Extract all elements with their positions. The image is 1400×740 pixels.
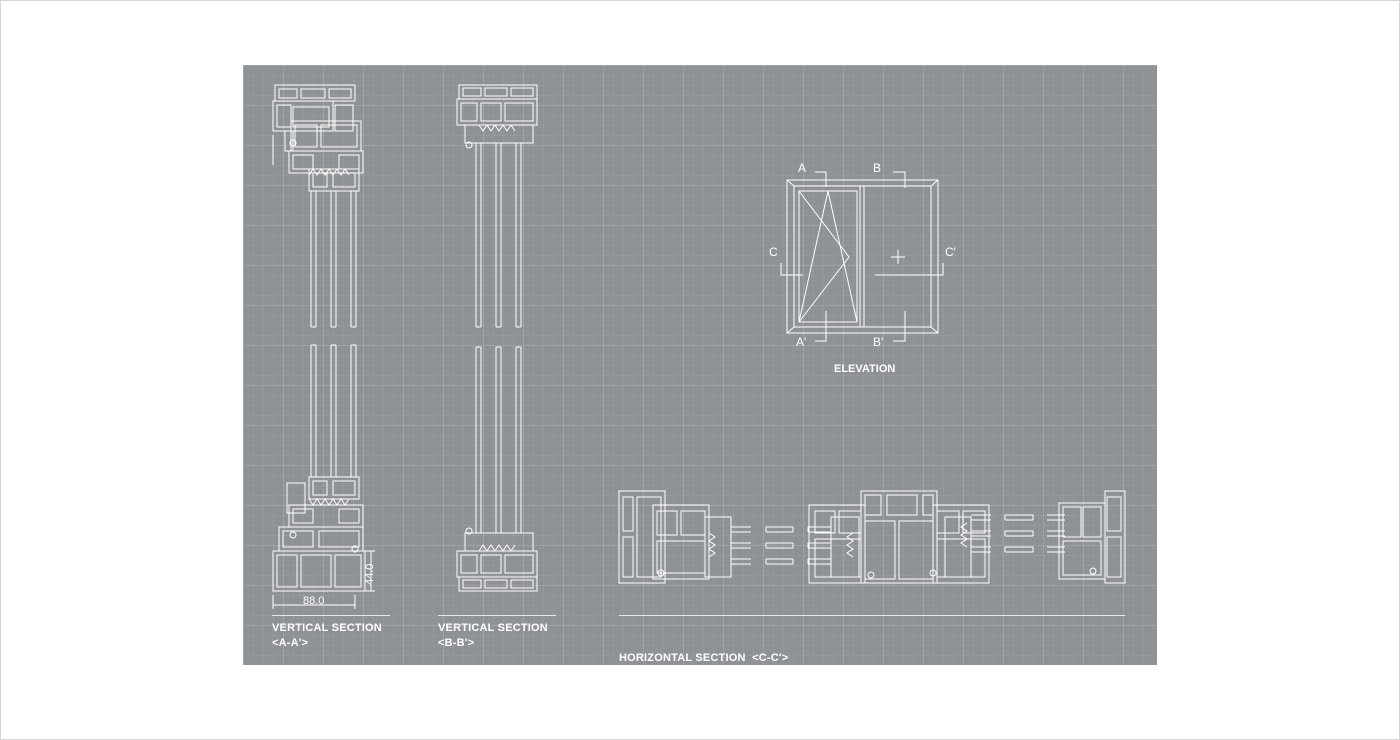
vertical-section-bb: [456, 84, 538, 592]
caption-vertical-section-aa: VERTICAL SECTION <A-A'>: [272, 621, 382, 651]
caption-vertical-section-bb: VERTICAL SECTION <B-B'>: [438, 621, 548, 651]
dimension-lines-aa: [272, 550, 375, 609]
caption-bb-sub: <B-B'>: [438, 637, 475, 649]
caption-horizontal-section: HORIZONTAL SECTION <C-C'>: [619, 621, 788, 665]
glazing-aa: [310, 191, 357, 477]
glazing-bb: [475, 143, 522, 533]
elevation-title: ELEVATION: [834, 363, 895, 375]
profile-left-cc: [618, 490, 732, 584]
horizontal-section-cc: [618, 490, 1126, 584]
marker-a-label: A: [798, 161, 806, 175]
profile-bottom-bb: [456, 527, 538, 592]
profile-top-aa: [272, 84, 364, 192]
caption-rule-bb: [438, 615, 556, 616]
technical-drawing: 88.0 44.0 A A′ B B′ C C′ ELEVATION: [272, 84, 1126, 609]
vertical-section-aa: [272, 84, 375, 609]
profile-center-cc: [808, 490, 990, 584]
caption-cc-title: HORIZONTAL SECTION <C-C'>: [619, 652, 789, 664]
glazing-right-cc: [944, 514, 1065, 578]
profile-right-cc: [1058, 490, 1126, 584]
caption-aa-sub: <A-A'>: [272, 637, 309, 649]
caption-rule-cc: [619, 615, 1125, 616]
dimension-height-label: 44.0: [364, 564, 376, 585]
tilt-turn-indicator: [798, 190, 858, 323]
elevation-window: [780, 171, 944, 342]
profile-top-bb: [456, 84, 538, 149]
caption-aa-title: VERTICAL SECTION: [272, 622, 382, 634]
dimension-width-label: 88.0: [303, 595, 324, 607]
profile-bottom-aa: [272, 476, 366, 592]
section-markers: [780, 171, 944, 342]
glazing-left-cc: [731, 526, 831, 565]
marker-b-prime-label: B′: [873, 335, 884, 349]
caption-rule-aa: [272, 615, 390, 616]
marker-a-prime-label: A′: [796, 335, 807, 349]
caption-bb-title: VERTICAL SECTION: [438, 622, 548, 634]
marker-c-prime-label: C′: [945, 245, 957, 259]
marker-c-label: C: [769, 245, 778, 259]
drawing-sheet: 88.0 44.0 A A′ B B′ C C′ ELEVATION VERTI…: [243, 65, 1157, 665]
marker-b-label: B: [873, 161, 881, 175]
